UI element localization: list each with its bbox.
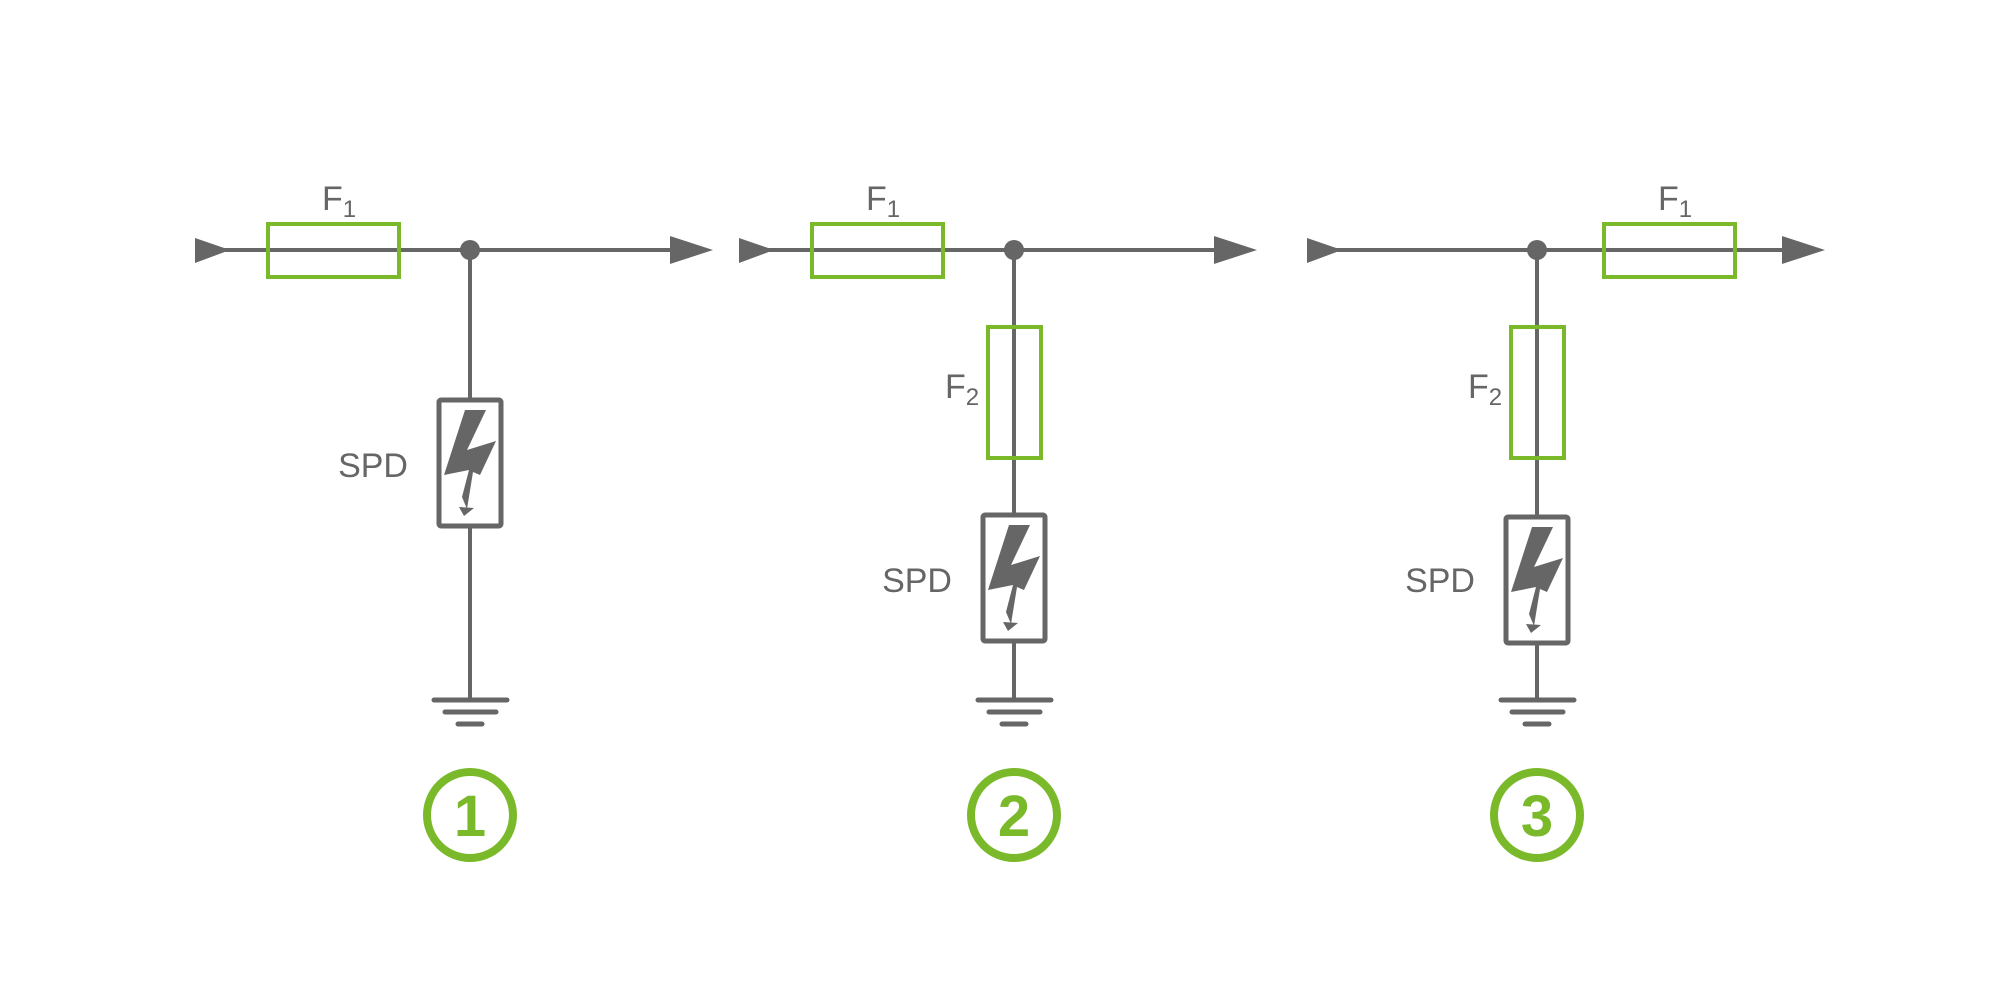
fuse-label-f2-2: F2 [945, 368, 979, 411]
diagram-1: F1 SPD 1 [195, 180, 713, 862]
fuse-label-f1-3: F1 [1658, 180, 1692, 223]
fuse-label-f2-3: F2 [1468, 368, 1502, 411]
ground-icon [431, 697, 510, 727]
diagram-badge-1: 1 [423, 768, 517, 862]
ground-icon [1498, 697, 1577, 727]
spd-symbol-1 [436, 397, 504, 529]
diagram-2: F1 F2 SPD 2 [739, 180, 1257, 862]
spd-label-1: SPD [338, 447, 408, 485]
fuse-f2-3 [1509, 325, 1566, 460]
lightning-bolt-arrow-icon [444, 410, 496, 516]
spd-symbol-2 [980, 512, 1048, 644]
arrow-left-icon [739, 238, 774, 263]
fuse-label-f1-1: F1 [322, 180, 356, 223]
fuse-f2-2 [986, 325, 1043, 460]
lightning-bolt-arrow-icon [1511, 527, 1563, 633]
svg-text:3: 3 [1521, 784, 1553, 849]
lightning-bolt-arrow-icon [988, 525, 1040, 631]
arrow-right-icon [1782, 236, 1825, 264]
svg-text:2: 2 [998, 784, 1030, 849]
spd-label-2: SPD [882, 562, 952, 600]
ground-icon [975, 697, 1054, 727]
arrow-left-icon [1307, 238, 1342, 263]
fuse-f1-1 [266, 222, 401, 279]
diagram-3: F1 F2 SPD 3 [1307, 180, 1825, 862]
svg-text:1: 1 [454, 784, 486, 849]
arrow-right-icon [670, 236, 713, 264]
arrow-left-icon [195, 238, 230, 263]
spd-label-3: SPD [1405, 562, 1475, 600]
arrow-right-icon [1214, 236, 1257, 264]
fuse-label-f1-2: F1 [866, 180, 900, 223]
fuse-f1-2 [810, 222, 945, 279]
spd-symbol-3 [1503, 514, 1571, 646]
diagram-badge-2: 2 [967, 768, 1061, 862]
fuse-f1-3 [1602, 222, 1737, 279]
diagram-badge-3: 3 [1490, 768, 1584, 862]
